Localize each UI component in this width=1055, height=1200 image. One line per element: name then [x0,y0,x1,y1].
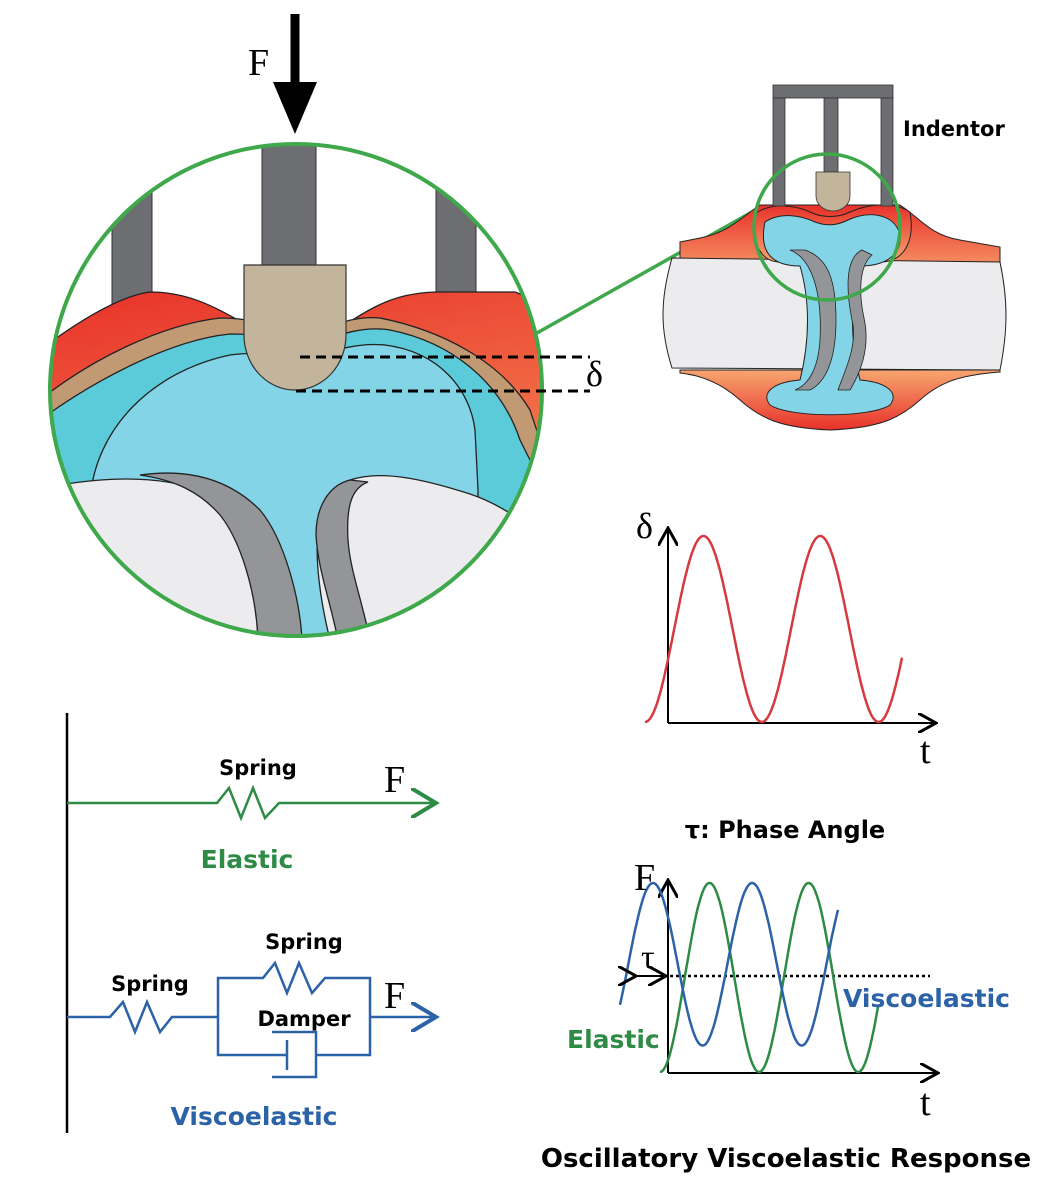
series-spring [67,998,218,1036]
meniscus-right [315,479,371,636]
chart2-title: τ: Phase Angle [685,816,885,844]
indentor-frame-left [772,97,786,207]
elastic-force-label: F [384,759,405,801]
arrow-down-icon [273,82,317,134]
joint-overview: Indentor [662,84,1007,431]
zoom-circle-small [752,152,902,302]
force-response-chart: τ: Phase Angle τ F t Elastic Viscoelasti… [541,816,1031,1174]
elastic-spring [67,784,436,822]
parallel-spring-label: Spring [265,930,343,954]
elastic-model: Spring F Elastic [67,756,436,874]
legend-viscoelastic: Viscoelastic [843,984,1010,1013]
viscoelastic-model: Spring Spring Damper F Viscoelastic [67,930,436,1131]
elastic-title: Elastic [201,845,294,874]
indentor-tip-small [815,171,851,212]
series-spring-label: Spring [111,972,189,996]
mechanical-models: Spring F Elastic Spring Spring Damper F … [65,713,436,1133]
indentor-frame-top [772,84,894,99]
chart1-xlabel: t [920,730,931,772]
viscoelastic-force-label: F [384,975,405,1017]
figure-caption: Oscillatory Viscoelastic Response [541,1144,1031,1174]
force-label-top: F [248,42,269,84]
legend-elastic: Elastic [567,1025,660,1054]
indentation-depth-marker: δ [296,354,603,394]
delta-label: δ [586,354,603,394]
phase-label: τ [641,939,655,976]
viscoelastic-title: Viscoelastic [171,1102,338,1131]
elastic-series-line [659,881,880,1074]
indentor-shaft-small [823,97,839,173]
parallel-spring [216,959,436,1017]
chart2-xlabel: t [920,1082,931,1124]
force-arrow: F [248,14,317,134]
damper [216,1017,372,1079]
viscoelastic-series-line [618,881,840,1047]
chart1-ylabel: δ [636,506,653,546]
displacement-chart: δ t [636,506,936,772]
displacement-series-line [644,534,904,724]
zoomed-joint-view [48,142,544,638]
chart2-ylabel: F [634,857,655,899]
damper-label: Damper [257,1007,351,1031]
elastic-spring-label: Spring [219,756,297,780]
meniscus-left [139,472,303,636]
zoom-connector-line [536,210,753,335]
indentor-tip [243,264,347,391]
indentor-label: Indentor [903,117,1005,141]
